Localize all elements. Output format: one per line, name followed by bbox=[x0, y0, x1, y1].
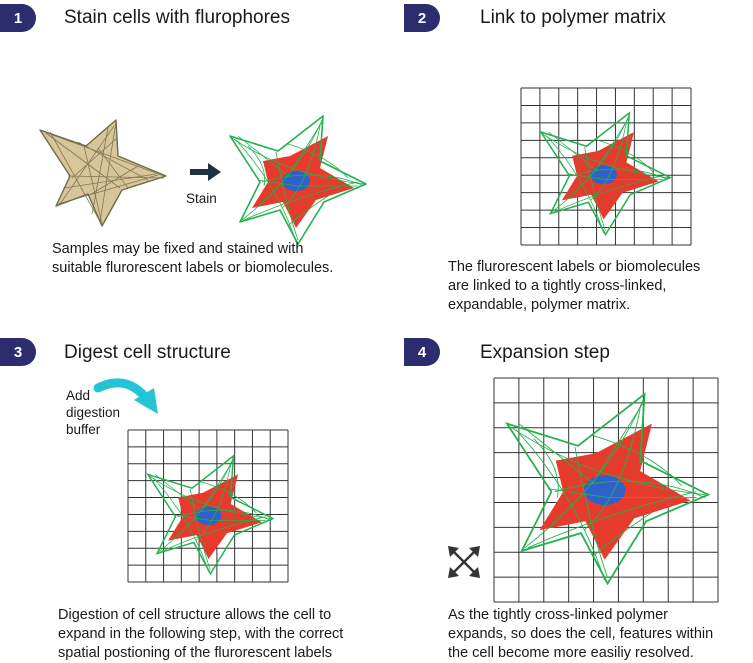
stained-cell bbox=[229, 115, 367, 245]
buffer-line-2: digestion bbox=[66, 405, 121, 420]
step-3-description: Digestion of cell structure allows the c… bbox=[58, 606, 343, 663]
polymer-matrix-grid-2 bbox=[520, 87, 692, 246]
step-2-title: Link to polymer matrix bbox=[480, 7, 666, 28]
expanded-polymer-matrix-grid bbox=[493, 377, 719, 603]
step-4-desc-line-1: As the tightly cross-linked polymer bbox=[448, 607, 668, 623]
unstained-cell bbox=[39, 119, 167, 227]
step-4-badge: 4 bbox=[404, 338, 440, 366]
step-2-badge: 2 bbox=[404, 4, 440, 32]
buffer-line-3: buffer bbox=[66, 422, 101, 437]
polymer-matrix-grid-3 bbox=[127, 429, 289, 583]
buffer-line-1: Add bbox=[66, 388, 91, 403]
step-4-description: As the tightly cross-linked polymer expa… bbox=[448, 606, 713, 663]
step-3-desc-line-3: spatial postioning of the flurorescent l… bbox=[58, 645, 333, 661]
step-2-description: The flurorescent labels or biomolecules … bbox=[448, 258, 700, 315]
step-3-desc-line-2: expand in the following step, with the c… bbox=[58, 626, 344, 642]
curved-arrow-icon bbox=[93, 378, 158, 414]
step-3-title: Digest cell structure bbox=[64, 342, 231, 363]
step-4-desc-line-2: expands, so does the cell, features with… bbox=[448, 626, 714, 642]
stain-label: Stain bbox=[186, 191, 217, 206]
step-1-desc-line-1: Samples may be fixed and stained with bbox=[52, 241, 304, 257]
step-2-desc-line-1: The flurorescent labels or biomolecules bbox=[448, 259, 701, 275]
expand-arrows-icon bbox=[448, 546, 480, 578]
step-3-desc-line-1: Digestion of cell structure allows the c… bbox=[58, 607, 332, 623]
step-2-desc-line-2: are linked to a tightly cross-linked, bbox=[448, 278, 667, 294]
step-2-desc-line-3: expandable, polymer matrix. bbox=[448, 297, 631, 313]
step-1-description: Samples may be fixed and stained with su… bbox=[52, 240, 333, 278]
add-buffer-label: Add digestion buffer bbox=[66, 387, 120, 438]
step-1-badge: 1 bbox=[0, 4, 36, 32]
right-arrow-icon bbox=[190, 163, 221, 181]
step-4-desc-line-3: the cell become more easiliy resolved. bbox=[448, 645, 694, 661]
step-1-title: Stain cells with flurophores bbox=[64, 7, 290, 28]
step-1-desc-line-2: suitable flurorescent labels or biomolec… bbox=[52, 260, 334, 276]
step-3-badge: 3 bbox=[0, 338, 36, 366]
step-4-title: Expansion step bbox=[480, 342, 610, 363]
